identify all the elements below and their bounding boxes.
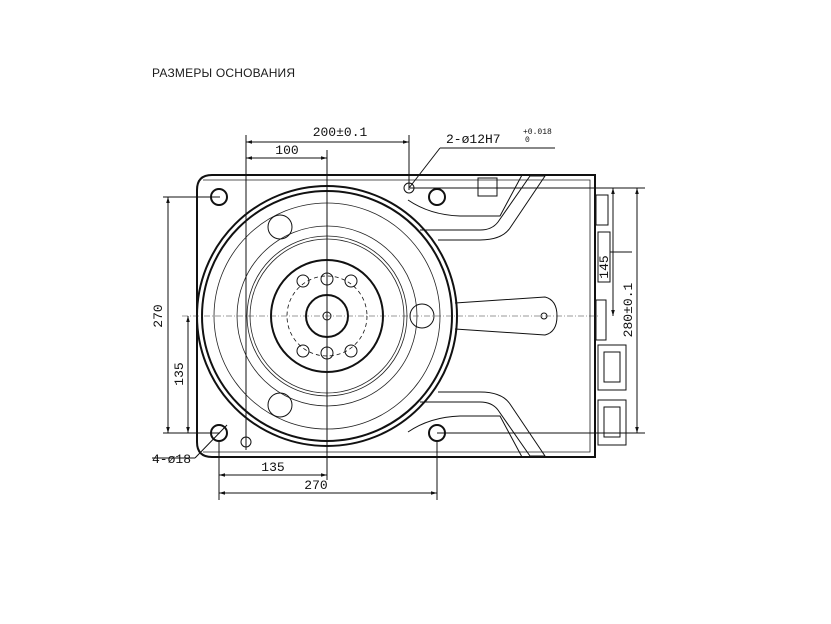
dim-mount-holes: 4-ø18	[152, 452, 191, 467]
dim-pin-tol-lower: 0	[525, 136, 530, 145]
cable-slot-bottom	[407, 391, 546, 458]
label-plate	[477, 177, 498, 197]
dim-right-280: 280±0.1	[621, 282, 636, 337]
drawing-title: РАЗМЕРЫ ОСНОВАНИЯ	[152, 66, 296, 80]
cable-slot-top	[407, 174, 546, 241]
dimension-lines	[152, 140, 639, 495]
dim-pin-offset: 100	[275, 143, 298, 158]
dim-left-half: 135	[172, 362, 187, 385]
dim-bottom-width: 270	[304, 478, 327, 493]
dim-pin-tol-upper: +0.018	[523, 128, 552, 137]
centerlines	[163, 135, 645, 500]
dim-right-145: 145	[597, 255, 612, 278]
dim-left-height: 270	[151, 304, 166, 327]
dim-pin-hole-spec: 2-ø12H7	[446, 132, 501, 147]
dim-bottom-half: 135	[261, 460, 284, 475]
dim-pin-spacing: 200±0.1	[313, 125, 368, 140]
